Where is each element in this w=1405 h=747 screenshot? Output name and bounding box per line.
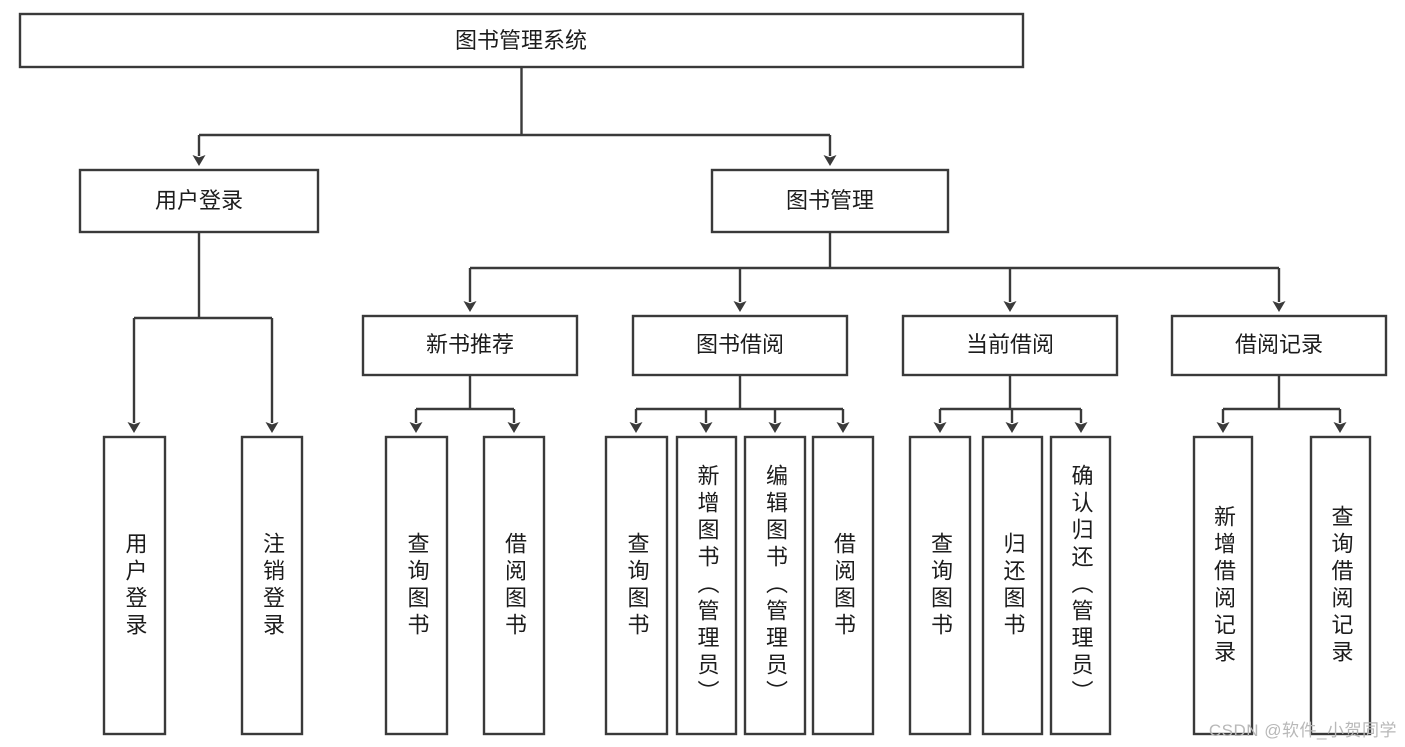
leaf-box-query-book-brw[interactable] bbox=[604, 435, 669, 736]
node-book-borrow[interactable]: 图书借阅 bbox=[631, 314, 849, 377]
node-book-management[interactable]: 图书管理 bbox=[710, 168, 950, 234]
node-current-borrow[interactable]: 当前借阅 bbox=[901, 314, 1119, 377]
leaf-box-add-book-admin[interactable] bbox=[675, 435, 738, 736]
node-book-borrow-label: 图书借阅 bbox=[696, 332, 784, 357]
leaf-box-edit-book-admin[interactable] bbox=[743, 435, 807, 736]
leaf-box-confirm-return[interactable] bbox=[1049, 435, 1112, 736]
leaf-nodes-layer bbox=[102, 435, 1372, 736]
node-user-login-box[interactable] bbox=[78, 168, 320, 234]
leaf-box-logout[interactable] bbox=[240, 435, 304, 736]
connector-layer bbox=[127, 67, 1347, 433]
node-current-borrow-box[interactable] bbox=[901, 314, 1119, 377]
leaf-box-query-book-cur[interactable] bbox=[908, 435, 972, 736]
node-new-book-recommend[interactable]: 新书推荐 bbox=[361, 314, 579, 377]
leaf-box-user-login[interactable] bbox=[102, 435, 167, 736]
leaf-box-borrow-book-brw[interactable] bbox=[811, 435, 875, 736]
leaf-box-borrow-book-rec[interactable] bbox=[482, 435, 546, 736]
watermark: CSDN @软件_小贺同学 bbox=[1208, 721, 1397, 740]
node-borrow-record[interactable]: 借阅记录 bbox=[1170, 314, 1388, 377]
node-user-login-label: 用户登录 bbox=[155, 188, 243, 213]
node-new-book-recommend-box[interactable] bbox=[361, 314, 579, 377]
leaf-box-return-book[interactable] bbox=[981, 435, 1044, 736]
leaf-box-add-record[interactable] bbox=[1192, 435, 1254, 736]
node-root-box[interactable] bbox=[18, 12, 1025, 69]
node-book-borrow-box[interactable] bbox=[631, 314, 849, 377]
node-root-label: 图书管理系统 bbox=[455, 28, 587, 53]
node-book-management-box[interactable] bbox=[710, 168, 950, 234]
node-book-management-label: 图书管理 bbox=[786, 188, 874, 213]
node-borrow-record-label: 借阅记录 bbox=[1235, 332, 1323, 357]
node-borrow-record-box[interactable] bbox=[1170, 314, 1388, 377]
node-user-login[interactable]: 用户登录 bbox=[78, 168, 320, 234]
node-current-borrow-label: 当前借阅 bbox=[966, 332, 1054, 357]
leaf-box-query-book-rec[interactable] bbox=[384, 435, 449, 736]
node-new-book-recommend-label: 新书推荐 bbox=[426, 332, 514, 357]
leaf-box-query-record[interactable] bbox=[1309, 435, 1372, 736]
node-root[interactable]: 图书管理系统 bbox=[18, 12, 1025, 69]
